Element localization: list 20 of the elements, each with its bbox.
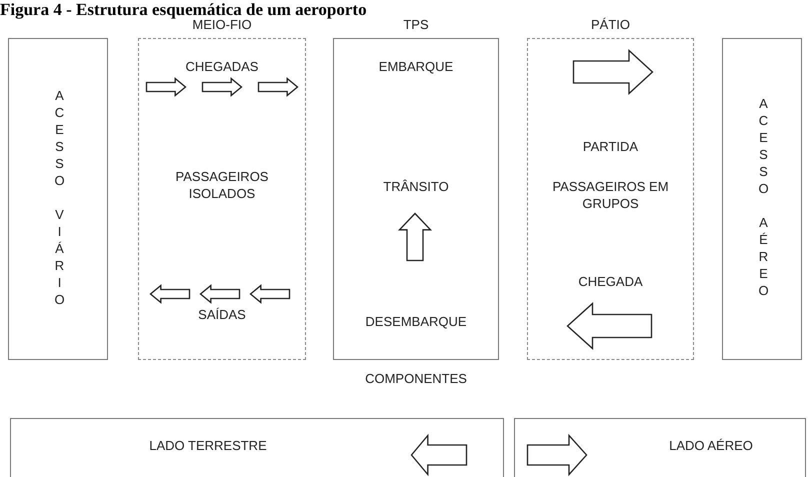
text-label: PASSAGEIROS EM GRUPOS: [551, 178, 670, 212]
text-label: TRÂNSITO: [382, 178, 450, 195]
panel-heading: PÁTIO: [590, 16, 631, 33]
side-band: [10, 418, 504, 477]
panel-heading: MEIO-FIO: [192, 17, 253, 33]
panel-heading: TPS: [402, 16, 430, 33]
vertical-label: ACESSO AÉREO: [755, 95, 772, 302]
text-label: PARTIDA: [582, 138, 640, 155]
text-label: DESEMBARQUE: [364, 313, 468, 330]
side-band: [514, 418, 806, 477]
figure-title: Figura 4 - Estrutura esquemática de um aeroporto: [0, 0, 367, 20]
vertical-label: ACESSO VIÁRIO: [51, 86, 68, 310]
caption-label: COMPONENTES: [364, 370, 468, 387]
text-label: EMBARQUE: [378, 58, 454, 75]
band-label: LADO TERRESTRE: [148, 437, 268, 454]
text-label: CHEGADA: [577, 273, 644, 290]
text-label: PASSAGEIROS ISOLADOS: [174, 168, 270, 202]
text-label: CHEGADAS: [184, 58, 260, 75]
text-label: SAÍDAS: [197, 306, 247, 323]
band-label: LADO AÉREO: [668, 437, 754, 454]
